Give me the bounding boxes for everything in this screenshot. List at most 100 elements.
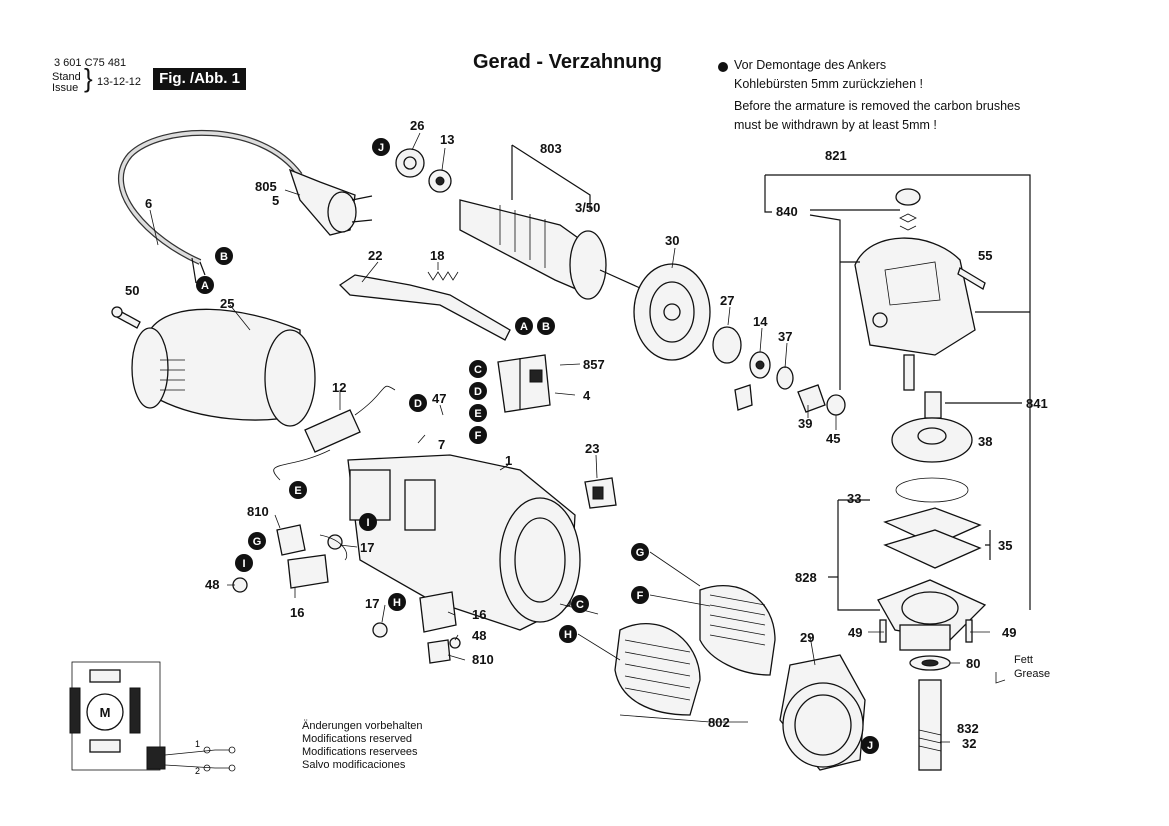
part-label: 4 [583,388,591,403]
part-label: 25 [220,296,234,311]
part-label: 48 [205,577,219,592]
part-label: 26 [410,118,424,133]
armature [395,148,641,300]
part-label: 810 [247,504,269,519]
part-label: 5 [272,193,279,208]
part-label: 33 [847,491,861,506]
grease-de: Fett [1014,654,1033,666]
switch-pole-1: 1 [195,739,200,749]
issue-date: 13-12-12 [97,76,142,88]
gear-head [854,188,986,391]
part-label: 38 [978,434,992,449]
air-guide-ring [633,263,711,361]
part-label: 23 [585,441,599,456]
svg-text:D: D [414,398,422,410]
footer-line2: Modifications reserved [302,733,413,745]
note-en-line1: Before the armature is removed the carbo… [734,99,1021,113]
part-label: 49 [1002,625,1016,640]
note-de-line2: Kohlebürsten 5mm zurückziehen ! [734,77,923,91]
connector-mark: H [388,593,406,611]
switch-button [584,477,617,509]
part-label: 22 [368,248,382,263]
part-label: 6 [145,196,152,211]
part-label: 12 [332,380,346,395]
part-label: 16 [290,605,304,620]
svg-text:G: G [636,547,645,559]
connector-mark: C [469,360,487,378]
svg-text:A: A [520,321,528,333]
part-label: 3/50 [575,200,600,215]
part-label: 7 [438,437,445,452]
motor-symbol: M [100,705,111,720]
brace: } [84,63,93,93]
connector-marks: J B A A B C D E F D E I G I H G F C H J [196,138,879,754]
part-label: 29 [800,630,814,645]
pinion-841 [924,391,942,419]
part-label: 16 [472,607,486,622]
part-label: 80 [966,656,980,671]
part-label: 27 [720,293,734,308]
switch-rod [338,274,511,341]
power-cord [117,129,303,284]
svg-text:J: J [378,142,384,154]
connector-mark: B [537,317,555,335]
part-label: 802 [708,715,730,730]
connector-mark: G [248,532,266,550]
svg-text:F: F [475,430,482,442]
svg-text:E: E [294,485,301,497]
mains-plug [288,168,373,236]
part-label: 805 [255,179,277,194]
part-label: 45 [826,431,840,446]
doc-number: 3 601 C75 481 [54,57,127,69]
connector-mark: F [631,586,649,604]
motor-housing [347,454,581,631]
part-label: 49 [848,625,862,640]
part-label: 840 [776,204,798,219]
connector-mark: B [215,247,233,265]
footer-line1: Änderungen vorbehalten [302,720,423,732]
connector-mark: A [515,317,533,335]
connector-mark: C [571,595,589,613]
note-de-line1: Vor Demontage des Ankers [734,58,887,72]
svg-text:B: B [542,321,550,333]
part-label: 1 [505,453,512,468]
part-label: 810 [472,652,494,667]
part-label: 35 [998,538,1012,553]
part-label: 17 [360,540,374,555]
part-label: 47 [432,391,446,406]
connector-mark: J [861,736,879,754]
stand-label: Stand [52,71,81,83]
svg-text:C: C [474,364,482,376]
suppressor [273,385,396,481]
svg-text:I: I [366,517,369,529]
svg-text:I: I [242,558,245,570]
svg-text:G: G [253,536,262,548]
part-label: 18 [430,248,444,263]
svg-text:H: H [393,597,401,609]
part-label: 832 [957,721,979,736]
connector-mark: G [631,543,649,561]
note-en-line2: must be withdrawn by at least 5mm ! [734,118,937,132]
svg-text:F: F [637,590,644,602]
svg-text:C: C [576,599,584,611]
svg-text:D: D [474,386,482,398]
connector-mark: E [289,481,307,499]
part-label: 14 [753,314,768,329]
part-label: 37 [778,329,792,344]
issue-label: Issue [52,82,79,94]
wiring-schematic: M 1 2 [69,661,236,776]
svg-text:H: H [564,629,572,641]
brush-left [232,524,348,593]
part-label: 30 [665,233,679,248]
spring-18 [427,271,459,281]
svg-text:B: B [220,251,228,263]
svg-text:A: A [201,280,209,292]
footer-line3: Modifications reservees [302,746,418,758]
connector-mark: I [235,554,253,572]
field-coils [614,585,776,716]
connector-mark: H [559,625,577,643]
svg-text:J: J [867,740,873,752]
connector-mark: E [469,404,487,422]
bearing-parts [712,326,846,416]
